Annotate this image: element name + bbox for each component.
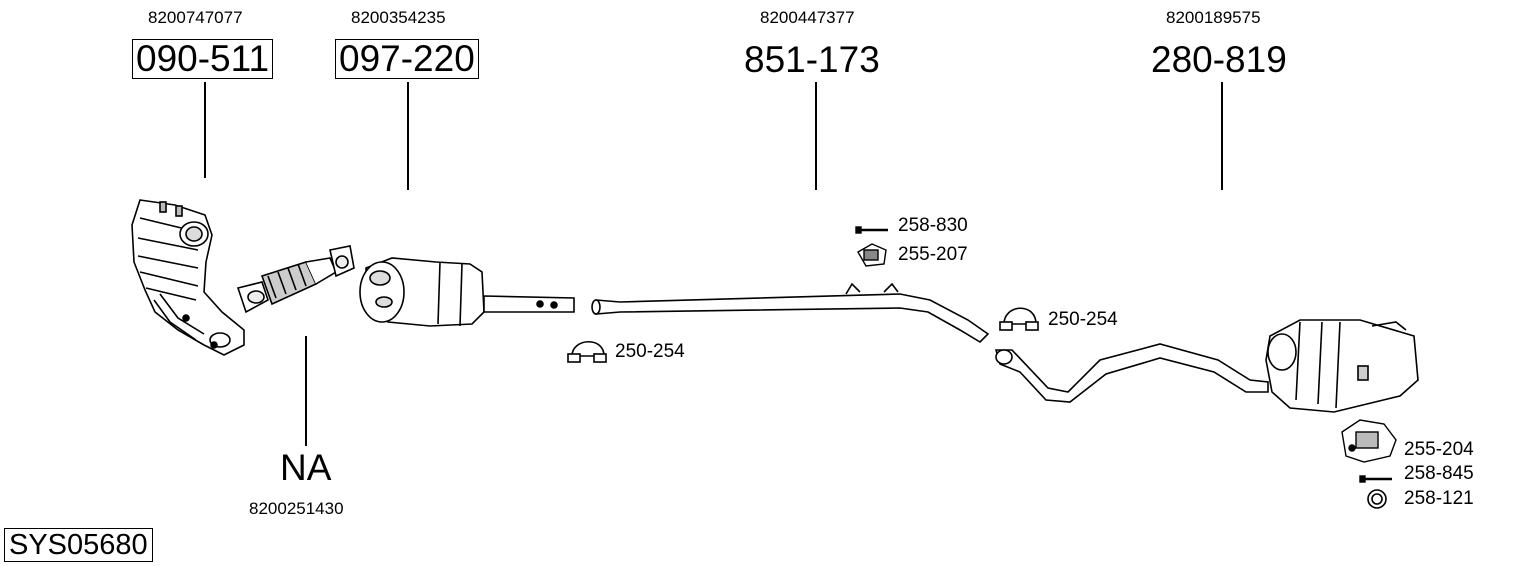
- rear-muffler-drawing: [994, 319, 1419, 413]
- bracket-rear-icon: [1341, 419, 1397, 463]
- accessory-label-bolt-rear: 258-845: [1404, 463, 1474, 484]
- catalytic-manifold-drawing: [131, 199, 245, 356]
- oem-number-1: 8200747077: [148, 8, 243, 27]
- accessory-label-hanger-mid: 255-207: [898, 244, 968, 265]
- part-number-4: 280-819: [1151, 39, 1287, 80]
- accessory-label-clamp-rear: 250-254: [1048, 309, 1118, 330]
- hanger-mid-icon: [857, 243, 887, 267]
- part-number-3: 851-173: [744, 39, 880, 80]
- oem-number-2: 8200354235: [351, 8, 446, 27]
- accessory-label-ring-rear: 258-121: [1404, 488, 1474, 509]
- accessory-label-bolt-mid: 258-830: [898, 215, 968, 236]
- part-number-2: 097-220: [335, 39, 479, 79]
- catalytic-converter-drawing: [359, 257, 575, 327]
- flex-pipe-oem-number: 8200251430: [249, 499, 344, 518]
- part-number-1: 090-511: [132, 39, 274, 79]
- accessory-label-bracket-rear: 255-204: [1404, 439, 1474, 460]
- bolt-rear-icon: [1359, 475, 1392, 483]
- clamp-rear-icon: [999, 307, 1039, 331]
- oem-number-3: 8200447377: [760, 8, 855, 27]
- bolt-mid-icon: [855, 226, 888, 234]
- flex-pipe-label: NA: [280, 447, 332, 488]
- middle-pipe-drawing: [591, 282, 990, 344]
- ring-rear-icon: [1367, 489, 1387, 509]
- oem-number-4: 8200189575: [1166, 8, 1261, 27]
- clamp-front-icon: [567, 341, 607, 363]
- accessory-label-clamp-front: 250-254: [615, 341, 685, 362]
- system-code: SYS05680: [4, 528, 153, 562]
- flex-pipe-drawing: [236, 245, 355, 314]
